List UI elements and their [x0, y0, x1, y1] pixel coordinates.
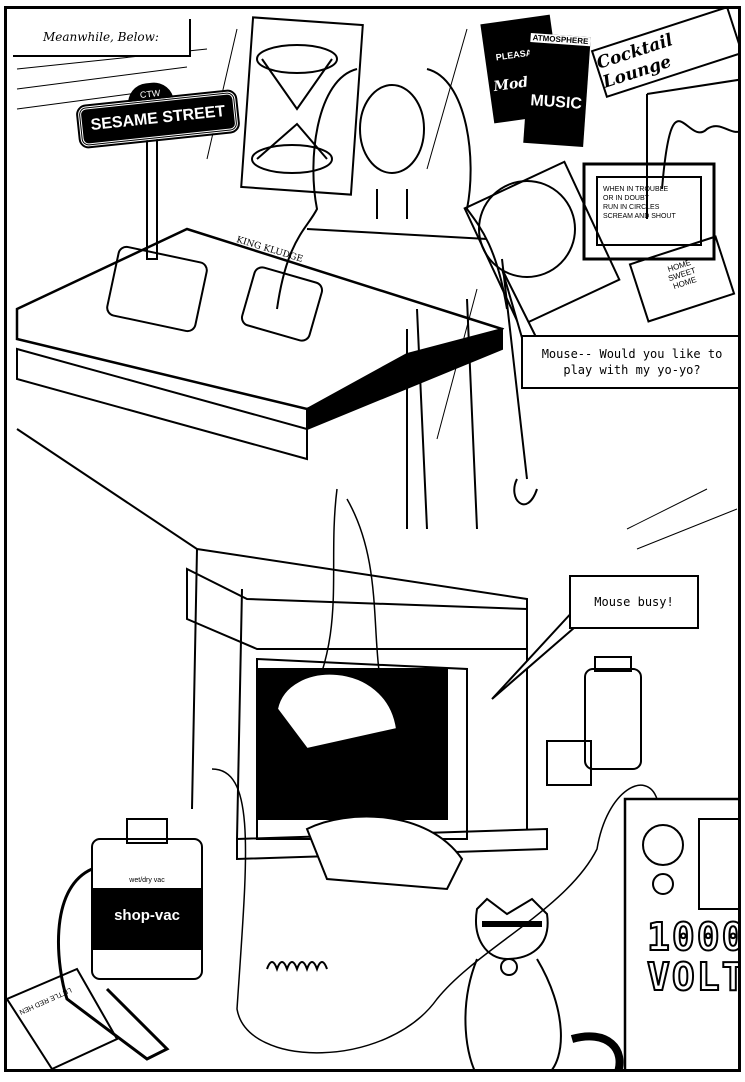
speech-bubble-villain: Mouse-- Would you like to play with my y… — [521, 335, 738, 389]
voltage-unit: VOLT — [646, 955, 741, 999]
voltage-label: 1000 VOLT — [646, 915, 741, 999]
vac-brand-label: shop-vac — [114, 907, 180, 924]
spring — [266, 961, 328, 972]
sign-pole — [146, 128, 158, 260]
voltage-number: 1000 — [646, 915, 741, 959]
plaque-line: OR IN DOUBT — [603, 195, 649, 202]
shop-vac — [57, 818, 203, 1061]
poster-music-text: MUSIC — [529, 92, 583, 113]
poster-music: ATMOSPHERE MUSIC — [523, 33, 591, 147]
jar — [584, 668, 642, 770]
king-kludge-console — [15, 227, 548, 861]
plaque-line: WHEN IN TROUBLE — [603, 186, 669, 193]
line-art-illustration — [7, 16, 738, 1069]
comic-panel: Meanwhile, Below: CTW SESAME STREET PLEA… — [4, 6, 741, 1072]
cone-diagram-poster — [240, 16, 364, 196]
plaque-line: SCREAM AND SHOUT — [603, 213, 676, 220]
villain-figure — [276, 68, 538, 530]
vac-small-label: wet/dry vac — [129, 877, 165, 884]
raccoon — [464, 897, 624, 1069]
speech-bubble-raccoon: Mouse busy! — [569, 575, 699, 629]
plaque-text: WHEN IN TROUBLE OR IN DOUBT RUN IN CIRCL… — [603, 185, 699, 221]
voltage-box — [623, 797, 738, 1069]
book — [7, 967, 119, 1069]
plaque-line: RUN IN CIRCLES — [603, 204, 660, 211]
caption-box: Meanwhile, Below: — [13, 19, 191, 57]
